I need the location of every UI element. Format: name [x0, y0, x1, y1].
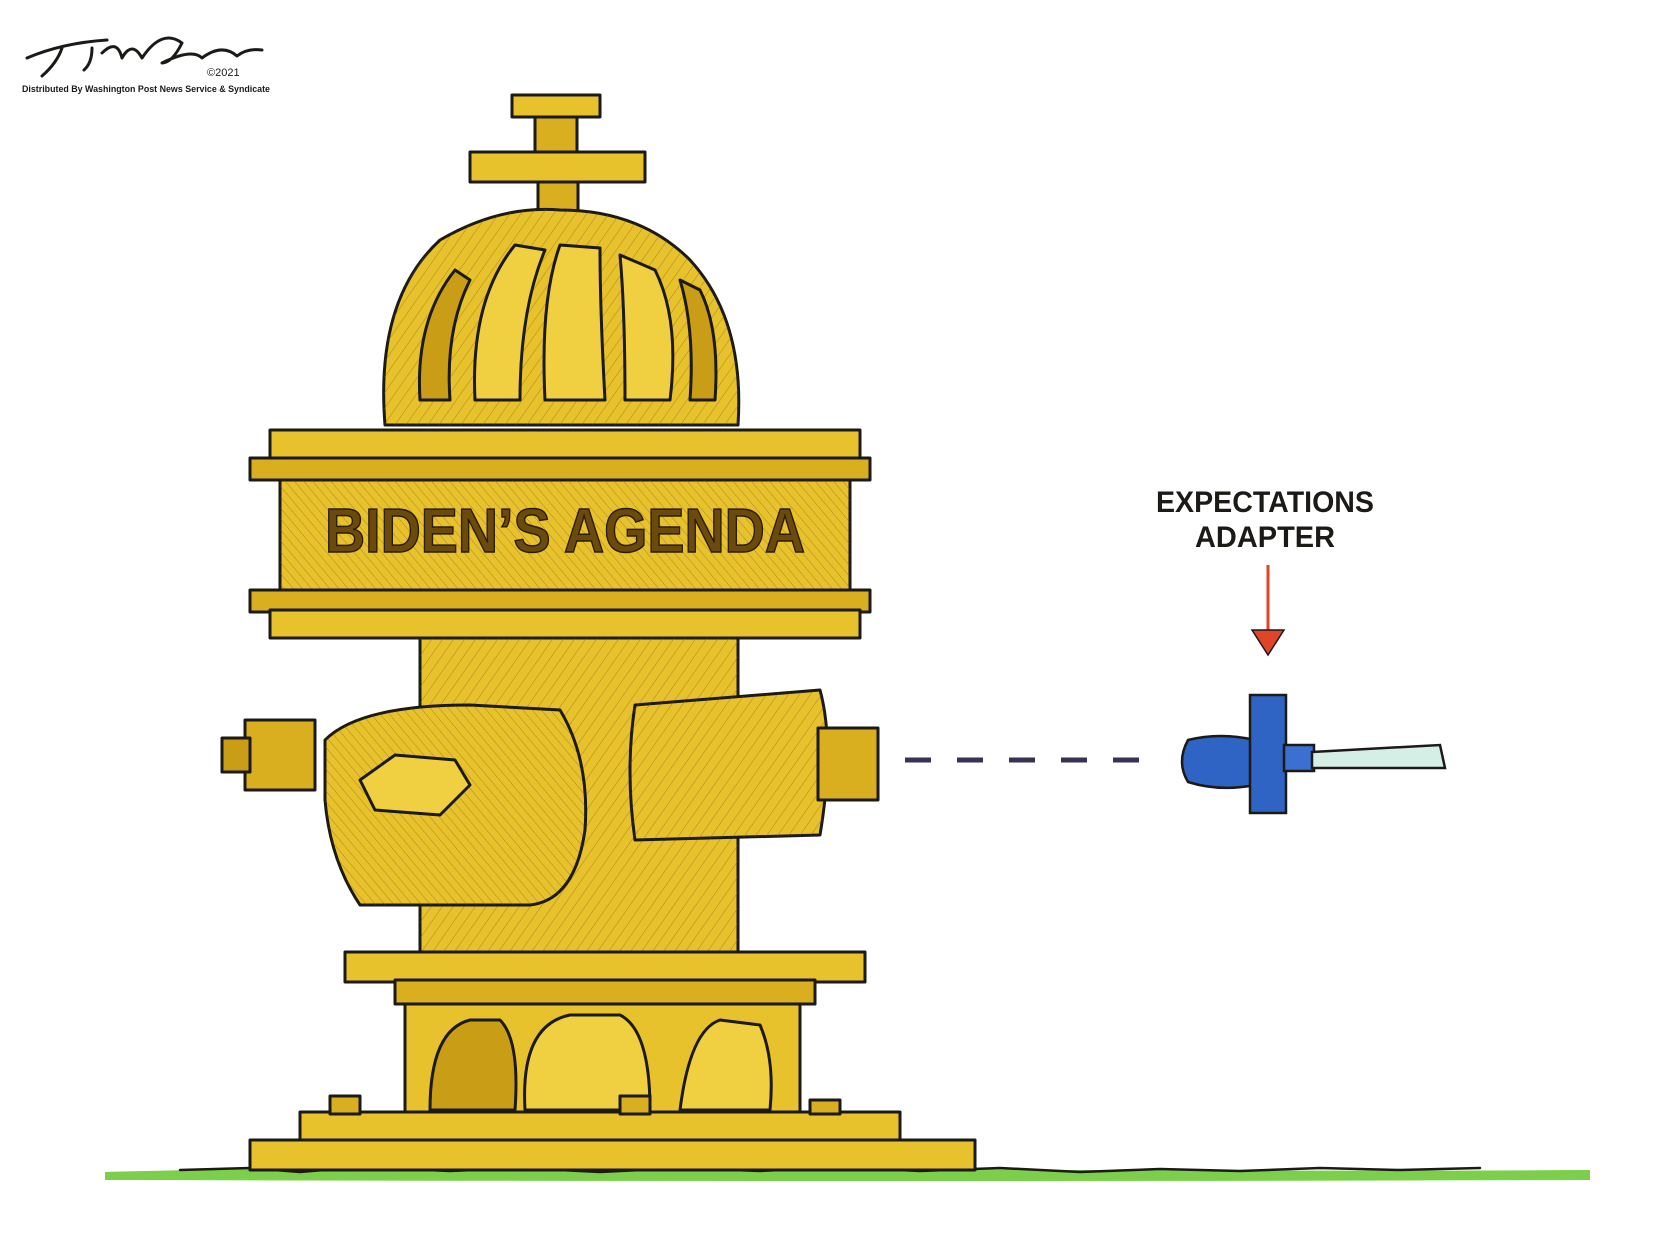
hydrant-left-nozzle — [243, 718, 317, 792]
adapter-cap — [1180, 734, 1257, 790]
hydrant-footing — [248, 1138, 977, 1172]
hydrant-lower-band — [343, 950, 867, 984]
adapter-flange — [1248, 693, 1288, 815]
adapter-nozzle — [1310, 743, 1447, 770]
hydrant-flange — [298, 1110, 902, 1144]
hydrant-banner-text: BIDEN’S AGENDA — [325, 497, 805, 566]
adapter-label-line2: ADAPTER — [1195, 521, 1335, 554]
artist-signature: ©2021 Distributed By Washington Post New… — [22, 36, 270, 95]
expectations-adapter — [1180, 693, 1447, 815]
hydrant-upper-rim — [268, 428, 862, 462]
signature-copyright: ©2021 — [207, 67, 240, 79]
arrow-head — [1250, 629, 1286, 657]
signature-scrawl — [25, 36, 264, 78]
label-arrow — [1250, 565, 1286, 657]
right-nozzle-tip — [816, 726, 880, 802]
pumper-nut — [358, 753, 472, 817]
hydrant-top-flange — [468, 150, 647, 184]
distribution-credit: Distributed By Washington Post News Serv… — [22, 84, 270, 95]
hydrant-top-nut — [510, 93, 602, 119]
fire-hydrant — [220, 93, 977, 1172]
adapter-label-line1: EXPECTATIONS — [1156, 486, 1374, 519]
